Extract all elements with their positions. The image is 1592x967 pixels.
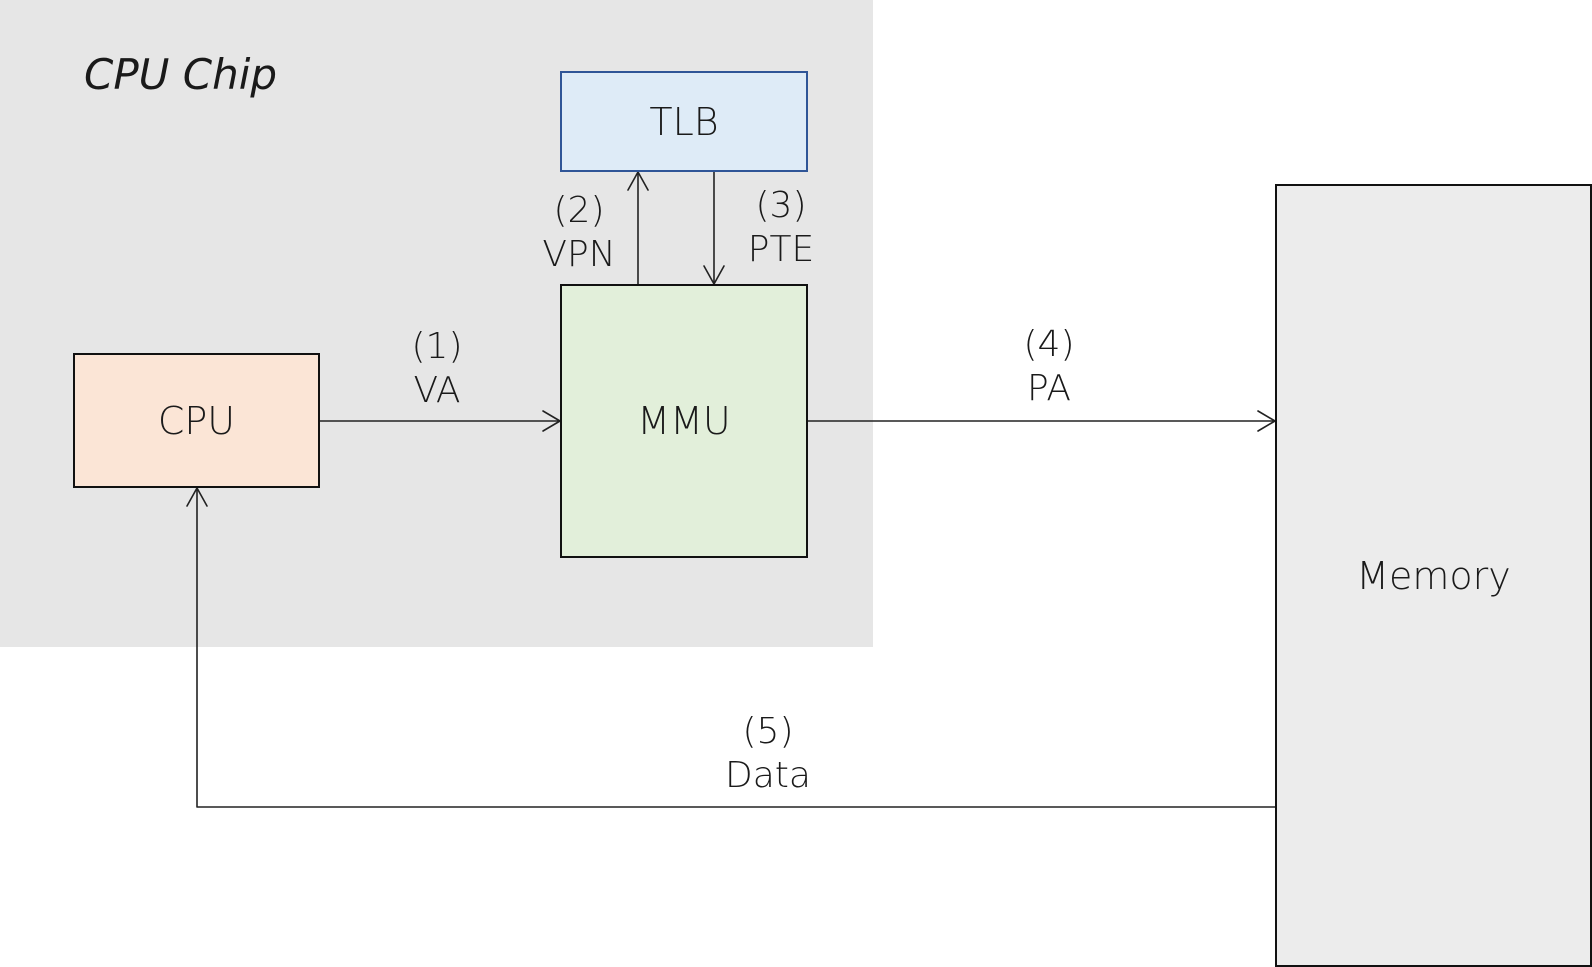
mmu-box: MMU — [560, 284, 808, 558]
memory-box: Memory — [1275, 184, 1592, 967]
step-1-number: (1) — [411, 326, 463, 367]
cpu-box: CPU — [73, 353, 320, 488]
step-4-number: (4) — [1023, 324, 1075, 365]
step-3-label: (3) PTE — [748, 184, 814, 272]
step-1-label: (1) VA — [412, 325, 463, 413]
cpu-chip-title: CPU Chip — [84, 50, 278, 99]
step-2-label: (2) VPN — [542, 189, 615, 277]
step-2-number: (2) — [553, 190, 605, 231]
step-5-text: Data — [725, 755, 811, 796]
step-4-label: (4) PA — [1024, 323, 1075, 411]
step-4-text: PA — [1026, 368, 1072, 409]
tlb-box: TLB — [560, 71, 808, 172]
step-3-text: PTE — [747, 229, 815, 270]
step-3-number: (3) — [755, 185, 807, 226]
step-5-number: (5) — [742, 711, 794, 752]
arrow-pa — [807, 410, 1276, 432]
step-5-label: (5) Data — [725, 710, 811, 798]
step-1-text: VA — [413, 370, 461, 411]
step-2-text: VPN — [542, 234, 616, 275]
